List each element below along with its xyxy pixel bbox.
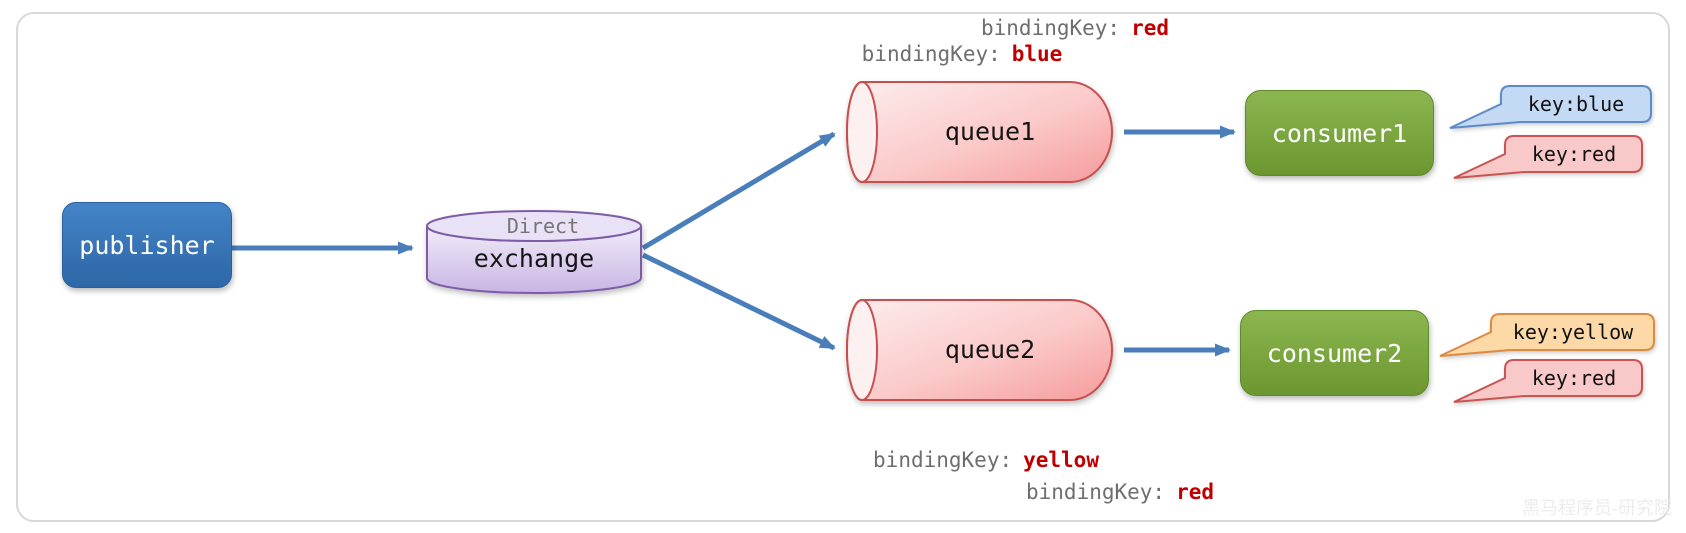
exchange-type-label: Direct <box>507 214 579 238</box>
key-blue-callout: key:blue <box>1449 85 1652 129</box>
watermark: 黑马程序员-研究院 <box>1522 498 1672 518</box>
key-red-bubble-2 <box>1453 359 1643 403</box>
binding-key-queue2-yellow: bindingKey: yellow <box>873 448 1099 472</box>
binding-key-queue1-blue: bindingKey: blue <box>862 42 1063 66</box>
publisher-node: publisher <box>62 202 232 288</box>
key-red-label-1: key:red <box>1532 142 1616 166</box>
diagram-frame <box>16 12 1670 522</box>
consumer1-label: consumer1 <box>1271 118 1408 148</box>
key-red-label-2: key:red <box>1532 366 1616 390</box>
binding-key-queue1-red: bindingKey: red <box>981 16 1169 40</box>
key-red-callout-2: key:red <box>1453 359 1643 403</box>
queue2-cylinder-cap <box>846 299 878 401</box>
queue1-label: queue1 <box>945 117 1035 146</box>
consumer2-node: consumer2 <box>1240 310 1429 396</box>
queue2-label: queue2 <box>945 335 1035 364</box>
queue2-cylinder: queue2 <box>846 299 1113 401</box>
key-blue-label: key:blue <box>1528 92 1624 116</box>
key-red-bubble-1 <box>1453 135 1643 179</box>
exchange-cylinder: Direct exchange <box>426 210 642 294</box>
publisher-label: publisher <box>79 230 215 260</box>
binding-key-value: red <box>1131 16 1170 40</box>
binding-key-prefix: bindingKey: <box>873 448 1013 472</box>
exchange-label: exchange <box>474 244 594 273</box>
key-yellow-callout: key:yellow <box>1439 313 1655 357</box>
binding-key-value: blue <box>1011 42 1063 66</box>
key-red-callout-1: key:red <box>1453 135 1643 179</box>
queue1-cylinder: queue1 <box>846 81 1113 183</box>
exchange-cylinder-top <box>426 210 642 242</box>
binding-key-prefix: bindingKey: <box>861 42 1001 66</box>
consumer1-node: consumer1 <box>1245 90 1434 176</box>
key-yellow-bubble <box>1439 313 1655 357</box>
binding-key-queue2-red: bindingKey: red <box>1026 480 1214 504</box>
binding-key-value: red <box>1176 480 1215 504</box>
consumer2-label: consumer2 <box>1266 338 1403 368</box>
binding-key-prefix: bindingKey: <box>980 16 1121 40</box>
key-yellow-label: key:yellow <box>1513 320 1634 344</box>
binding-key-value: yellow <box>1023 448 1099 472</box>
key-blue-bubble <box>1449 85 1652 129</box>
binding-key-prefix: bindingKey: <box>1025 480 1166 504</box>
queue1-cylinder-cap <box>846 81 878 183</box>
